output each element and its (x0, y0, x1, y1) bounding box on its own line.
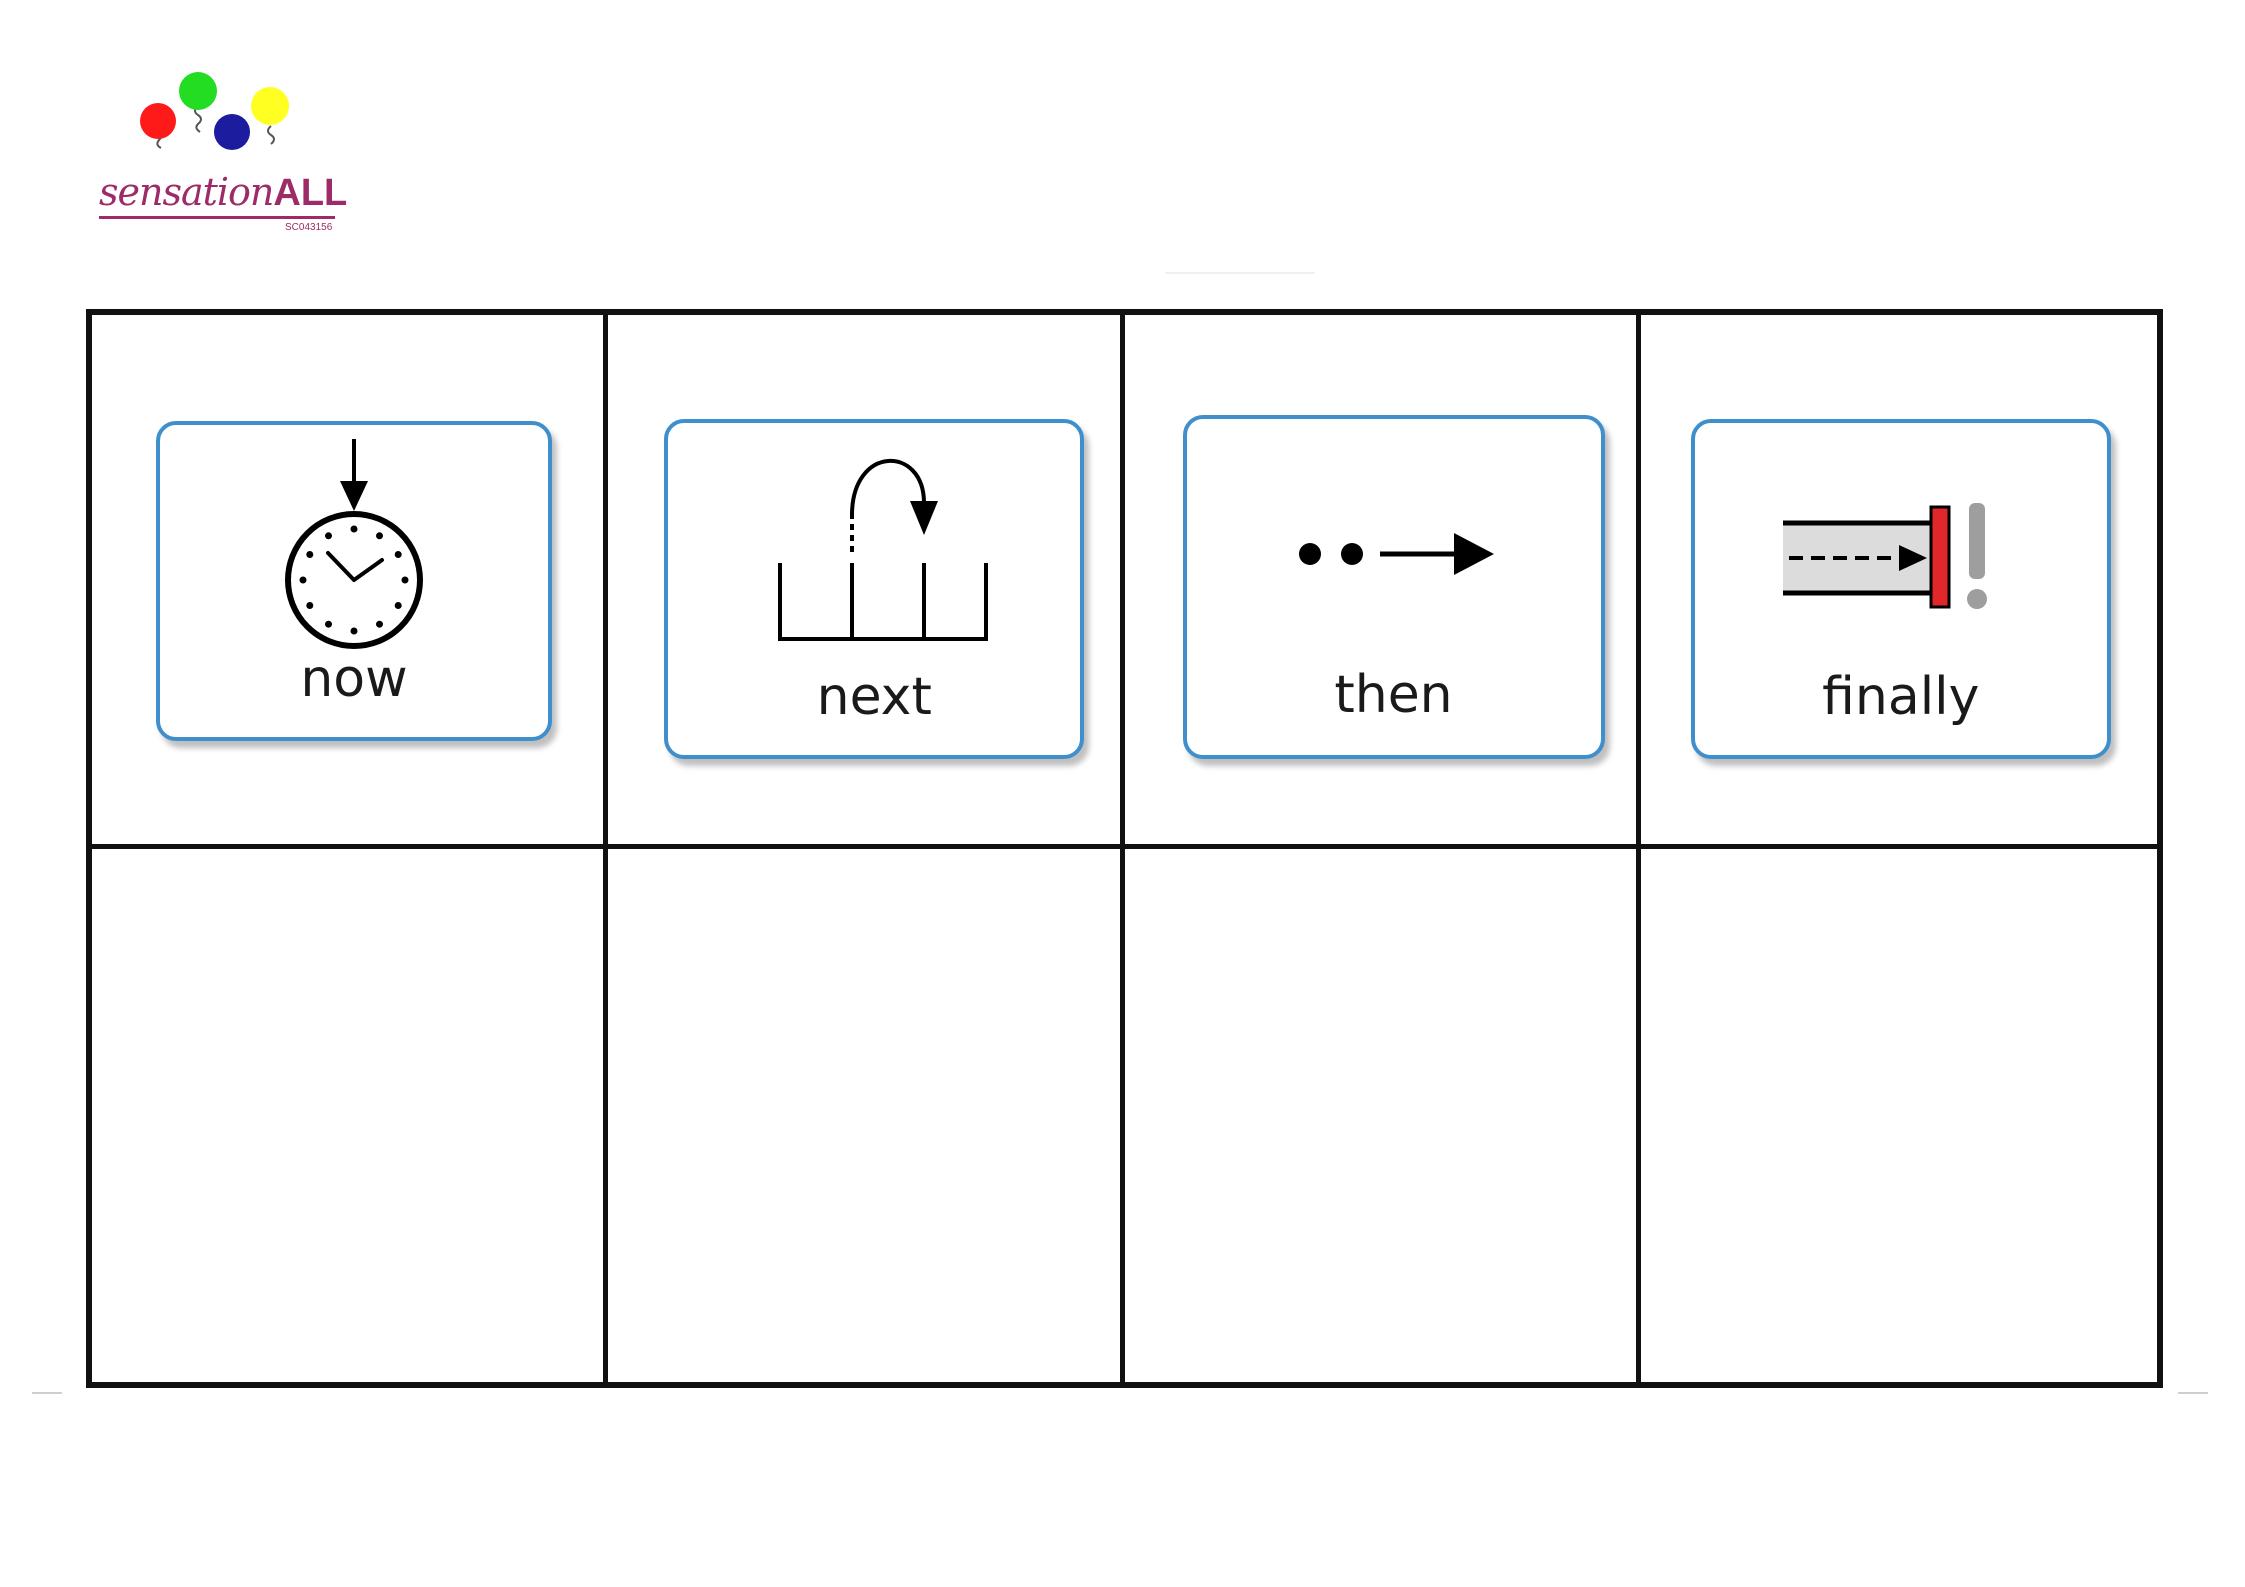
symbol-card-then[interactable]: then (1182, 415, 1605, 759)
symbol-card-next[interactable]: next (664, 419, 1085, 759)
margin-mark-left (32, 1392, 62, 1394)
schedule-slot-2[interactable] (608, 848, 1125, 1382)
logo-registration-number: SC043156 (285, 222, 333, 233)
dots-arrow-icon (1298, 533, 1494, 575)
margin-mark-top (1165, 272, 1315, 274)
schedule-slot-4[interactable] (1641, 849, 2157, 1383)
finish-line-icon (1782, 503, 1987, 609)
sensationall-logo: sensationALL SC043156 (95, 66, 355, 246)
logo-wordmark-script: sensation (99, 170, 274, 214)
jump-next-icon (778, 458, 989, 641)
symbol-card-finally[interactable]: finally (1690, 419, 2111, 759)
margin-mark-right (2178, 1392, 2208, 1394)
schedule-cell-3: then (1124, 315, 1641, 849)
schedule-board: now next then (86, 309, 2163, 1388)
schedule-cell-1: now (92, 315, 609, 849)
card-label-next: next (816, 667, 932, 727)
balloons-icon (140, 72, 289, 150)
logo-wordmark: sensationALL (99, 173, 347, 212)
schedule-slot-3[interactable] (1125, 848, 1641, 1382)
card-label-then: then (1334, 665, 1453, 725)
card-label-now: now (300, 649, 408, 709)
schedule-cell-2: next (608, 315, 1125, 849)
schedule-cell-4: finally (1640, 315, 2157, 849)
stopwatch-icon (285, 439, 423, 649)
schedule-slot-1[interactable] (92, 848, 609, 1382)
card-label-finally: finally (1822, 667, 1980, 727)
logo-underline (99, 216, 335, 219)
symbol-card-now[interactable]: now (156, 421, 552, 741)
logo-wordmark-caps: ALL (273, 172, 348, 214)
